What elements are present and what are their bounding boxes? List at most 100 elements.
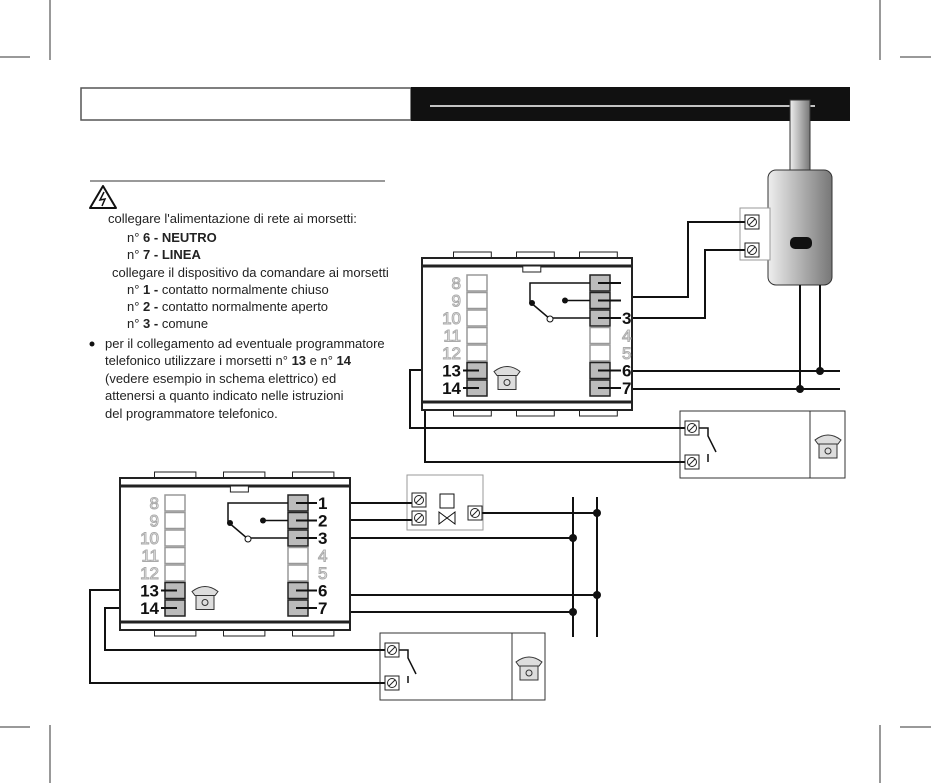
terminal-9 bbox=[466, 291, 488, 310]
terminal-label: 8 bbox=[150, 494, 159, 513]
screw-terminal-icon bbox=[684, 420, 700, 436]
terminal-4 bbox=[589, 326, 611, 345]
screw-head bbox=[687, 457, 697, 467]
screw-slot bbox=[688, 424, 696, 432]
terminal-label: 7 bbox=[318, 599, 327, 618]
screw-head bbox=[747, 217, 757, 227]
mount-tab bbox=[453, 251, 492, 259]
telephone-icon bbox=[515, 656, 543, 681]
terminal-label: 6 bbox=[318, 582, 327, 601]
terminal-10 bbox=[164, 529, 186, 547]
screw-terminal-icon bbox=[684, 454, 700, 470]
flame-icon bbox=[790, 237, 812, 249]
screw-slot bbox=[471, 509, 479, 517]
telephone-body bbox=[497, 375, 517, 390]
telephone-body bbox=[818, 443, 838, 459]
bullet-line: telefonico utilizzare i morsetti n° 13 e… bbox=[105, 353, 352, 368]
screw-head bbox=[414, 513, 424, 523]
screw-terminal-icon bbox=[411, 492, 427, 508]
terminal-9 bbox=[164, 511, 186, 530]
screw-slot bbox=[388, 646, 396, 654]
telephone-body bbox=[519, 665, 539, 681]
terminal-label: 11 bbox=[443, 327, 461, 346]
telephone-handset bbox=[493, 366, 521, 376]
relay-contact bbox=[546, 315, 554, 323]
screw-terminal-icon bbox=[384, 642, 400, 658]
screw-terminal-icon bbox=[744, 242, 760, 258]
mount-tab bbox=[292, 471, 335, 479]
terminal-label: 13 bbox=[140, 582, 159, 601]
bullet-line: del programmatore telefonico. bbox=[105, 406, 278, 421]
device-latch bbox=[229, 485, 249, 493]
screw-terminal-icon bbox=[384, 675, 400, 691]
device-latch bbox=[522, 265, 542, 273]
screw-slot bbox=[748, 246, 756, 254]
mount-tab bbox=[154, 471, 197, 479]
telephone-body bbox=[195, 595, 215, 610]
relay-contact bbox=[244, 535, 252, 543]
terminal-label: 4 bbox=[318, 547, 327, 566]
screw-terminal-icon bbox=[467, 505, 483, 521]
screw-terminal-icon bbox=[744, 214, 760, 230]
terminal-11 bbox=[164, 546, 186, 565]
relay-pivot bbox=[227, 520, 233, 526]
relay-switch bbox=[227, 502, 288, 541]
bullet-line: (vedere esempio in schema elettrico) ed bbox=[105, 371, 336, 386]
mount-tab bbox=[579, 409, 618, 417]
screw-head bbox=[387, 678, 397, 688]
telephone-handset bbox=[191, 586, 219, 596]
screw-head bbox=[470, 508, 480, 518]
device-item: n° 3 - comune bbox=[127, 316, 208, 331]
terminal-5 bbox=[589, 344, 611, 362]
screw-slot bbox=[415, 496, 423, 504]
terminal-12 bbox=[466, 344, 488, 362]
mains-item: n° 7 - LINEA bbox=[127, 247, 201, 262]
mount-tab bbox=[223, 629, 266, 637]
screw-head bbox=[687, 423, 697, 433]
telephone-icon bbox=[493, 366, 521, 390]
terminal-label: 10 bbox=[442, 309, 461, 328]
screw-head bbox=[414, 495, 424, 505]
screw-slot bbox=[748, 218, 756, 226]
terminal-label: 3 bbox=[622, 309, 631, 328]
terminal-label: 7 bbox=[622, 379, 631, 398]
relay-switch bbox=[529, 282, 590, 321]
boiler bbox=[739, 99, 833, 286]
terminal-8 bbox=[466, 274, 488, 292]
electric-warning-icon bbox=[89, 185, 117, 209]
mount-tab bbox=[223, 471, 266, 479]
bullet-line: per il collegamento ad eventuale program… bbox=[105, 336, 385, 351]
screw-head bbox=[747, 245, 757, 255]
bullet-icon bbox=[89, 341, 95, 347]
telephone-dial bbox=[525, 669, 533, 677]
telephone-dial bbox=[503, 379, 511, 386]
terminal-11 bbox=[466, 326, 488, 345]
device-intro: collegare il dispositivo da comandare ai… bbox=[112, 265, 389, 280]
device-item: n° 2 - contatto normalmente aperto bbox=[127, 299, 328, 314]
terminal-label: 6 bbox=[622, 362, 631, 381]
telephone-handset bbox=[515, 656, 543, 667]
header-bar bbox=[411, 87, 850, 121]
terminal-label: 12 bbox=[442, 344, 461, 363]
telephone-dial bbox=[824, 447, 832, 455]
terminal-4 bbox=[287, 546, 309, 565]
terminal-label: 8 bbox=[452, 274, 461, 293]
terminal-label: 14 bbox=[442, 379, 461, 398]
bullet-line: attenersi a quanto indicato nelle istruz… bbox=[105, 388, 344, 403]
terminal-label: 12 bbox=[140, 564, 159, 583]
mount-tab bbox=[154, 629, 197, 637]
terminal-label: 14 bbox=[140, 599, 159, 618]
terminal-label: 9 bbox=[150, 512, 159, 531]
header-box bbox=[80, 87, 412, 121]
phone-programmer-bottom bbox=[379, 632, 546, 701]
relay-pivot bbox=[529, 300, 535, 306]
terminal-label: 4 bbox=[622, 327, 631, 346]
device-item: n° 1 - contatto normalmente chiuso bbox=[127, 282, 329, 297]
screw-head bbox=[387, 645, 397, 655]
mount-tab bbox=[453, 409, 492, 417]
terminal-label: 13 bbox=[442, 362, 461, 381]
screw-terminal-icon bbox=[411, 510, 427, 526]
